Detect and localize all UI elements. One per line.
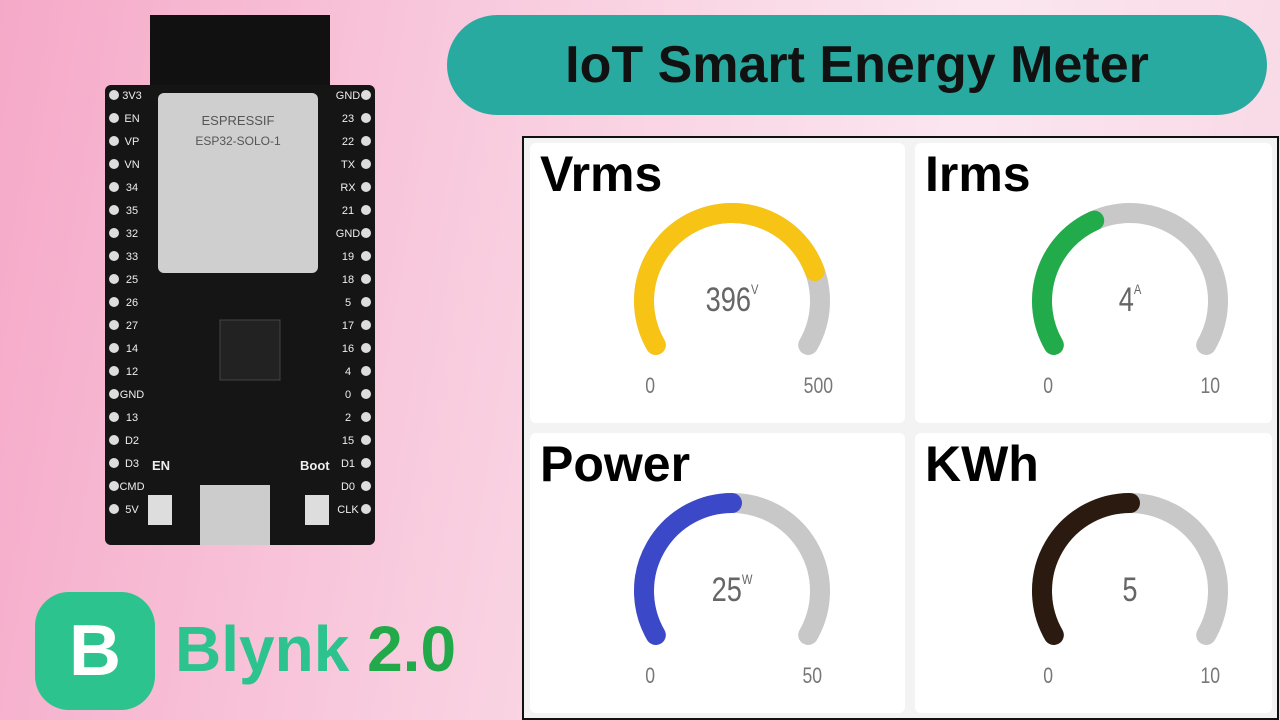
gauge-value: 396V bbox=[705, 281, 759, 319]
blynk-brand-text: Blynk 2.0 bbox=[175, 613, 457, 685]
gauge-min: 0 bbox=[1043, 663, 1054, 688]
pin-label: D1 bbox=[341, 458, 355, 470]
pin-label: D3 bbox=[125, 458, 139, 470]
pin-label: TX bbox=[341, 159, 356, 171]
dashboard-panel: Vrms 396V 0 500 Irms 4A 0 10 Power 25W 0… bbox=[522, 136, 1279, 720]
pin-label: 17 bbox=[342, 320, 354, 332]
pin-label: 22 bbox=[342, 136, 354, 148]
pin-label: CMD bbox=[119, 481, 144, 493]
gauge-unit: W bbox=[741, 571, 753, 587]
gauge-card-kwh: KWh 5 0 10 bbox=[915, 433, 1272, 713]
gauge-card-power: Power 25W 0 50 bbox=[530, 433, 905, 713]
pin-label: GND bbox=[336, 90, 361, 102]
pin-label: 35 bbox=[126, 205, 138, 217]
pin-label: RX bbox=[340, 182, 356, 194]
pin-label: 25 bbox=[126, 274, 138, 286]
en-button-label: EN bbox=[152, 458, 171, 473]
pin-label: GND bbox=[336, 228, 361, 240]
pin-label: D2 bbox=[125, 435, 139, 447]
gauge-label: KWh bbox=[925, 436, 1039, 492]
pin-label: 21 bbox=[342, 205, 354, 217]
gauge-value: 4A bbox=[1118, 281, 1142, 319]
pin-label: 14 bbox=[126, 343, 138, 355]
gauge-value: 5 bbox=[1122, 571, 1138, 609]
pin-label: 5 bbox=[345, 297, 351, 309]
pin-label: VP bbox=[125, 136, 140, 148]
gauge-label: Power bbox=[540, 436, 691, 492]
gauge-value: 25W bbox=[711, 571, 753, 609]
gauge-max: 500 bbox=[803, 373, 834, 398]
svg-text:ESP32-SOLO-1: ESP32-SOLO-1 bbox=[195, 134, 281, 148]
gauge-fill bbox=[634, 203, 825, 355]
pin-label: 16 bbox=[342, 343, 354, 355]
gauge-fill bbox=[1032, 210, 1105, 355]
pin-label: VN bbox=[124, 159, 139, 171]
pin-label: 23 bbox=[342, 113, 354, 125]
pin-label: 19 bbox=[342, 251, 354, 263]
gauge-min: 0 bbox=[645, 373, 656, 398]
svg-text:ESPRESSIF: ESPRESSIF bbox=[202, 113, 275, 128]
gauge-unit: A bbox=[1133, 281, 1142, 297]
gauge-max: 10 bbox=[1200, 373, 1221, 398]
pin-label: EN bbox=[124, 113, 139, 125]
pin-label: 33 bbox=[126, 251, 138, 263]
pin-label: 2 bbox=[345, 412, 351, 424]
pin-label: 5V bbox=[125, 504, 139, 516]
gauge-min: 0 bbox=[645, 663, 656, 688]
gauge-label: Vrms bbox=[540, 146, 663, 202]
boot-button-label: Boot bbox=[300, 458, 330, 473]
blynk-logo: B bbox=[35, 592, 155, 710]
pin-label: 27 bbox=[126, 320, 138, 332]
version-label: 2.0 bbox=[367, 613, 457, 685]
pin-label: CLK bbox=[337, 504, 359, 516]
pin-label: GND bbox=[120, 389, 145, 401]
gauge-fill bbox=[634, 493, 742, 645]
gauge-card-irms: Irms 4A 0 10 bbox=[915, 143, 1272, 423]
gauge-card-vrms: Vrms 396V 0 500 bbox=[530, 143, 905, 423]
pin-label: 0 bbox=[345, 389, 351, 401]
pin-label: D0 bbox=[341, 481, 355, 493]
gauge-label: Irms bbox=[925, 146, 1031, 202]
gauge-unit: V bbox=[750, 281, 759, 297]
pin-label: 18 bbox=[342, 274, 354, 286]
pin-label: 26 bbox=[126, 297, 138, 309]
pin-label: 34 bbox=[126, 182, 138, 194]
page-title: IoT Smart Energy Meter bbox=[447, 15, 1267, 115]
pin-label: 12 bbox=[126, 366, 138, 378]
pin-label: 4 bbox=[345, 366, 351, 378]
pin-label: 13 bbox=[126, 412, 138, 424]
pin-label: 15 bbox=[342, 435, 354, 447]
pin-label: 3V3 bbox=[122, 90, 142, 102]
pin-label: 32 bbox=[126, 228, 138, 240]
gauge-max: 10 bbox=[1200, 663, 1221, 688]
gauge-min: 0 bbox=[1043, 373, 1054, 398]
gauge-fill bbox=[1032, 493, 1140, 645]
gauge-max: 50 bbox=[802, 663, 823, 688]
